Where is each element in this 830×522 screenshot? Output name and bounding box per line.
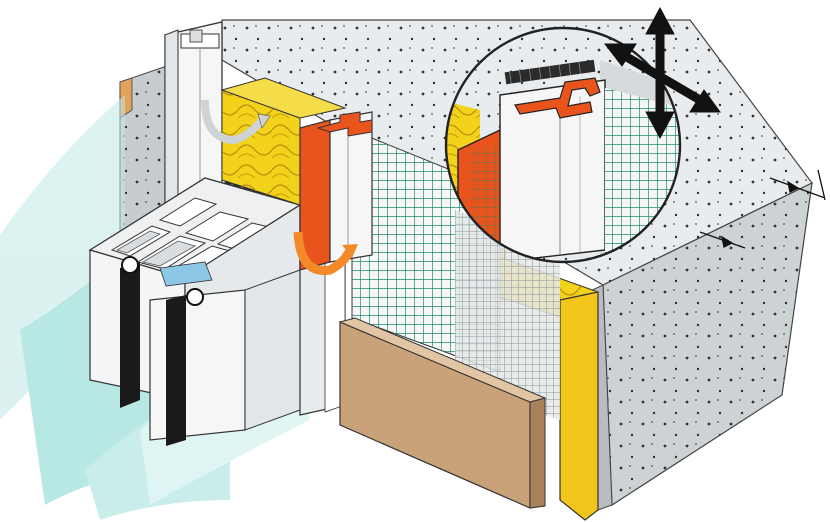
cross-arrows-icon: [603, 6, 721, 140]
gasket-right: [166, 295, 186, 446]
left-wall-section: [119, 64, 171, 241]
gasket-left: [120, 262, 140, 408]
dimension-arrow-icon: [699, 169, 826, 249]
plaster-board: [338, 317, 547, 509]
install-arrow-top: [201, 99, 266, 145]
insulation-reveal: [220, 77, 347, 206]
orange-corner-profile: [293, 111, 373, 276]
